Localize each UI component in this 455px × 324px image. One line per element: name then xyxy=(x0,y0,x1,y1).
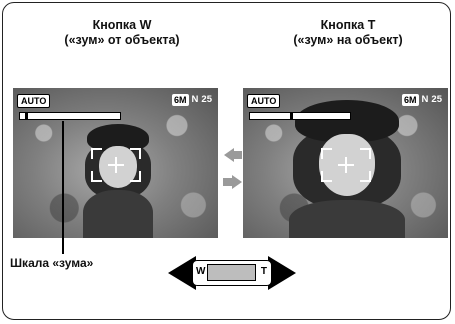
callout-line xyxy=(62,121,64,254)
hud-status: 6M N 25 xyxy=(172,94,212,106)
zoom-bar xyxy=(249,112,351,120)
rocker-right-triangle-icon xyxy=(268,256,296,290)
image-size-icon: 6M xyxy=(172,94,189,106)
t-button-caption: Кнопка T («зум» на объект) xyxy=(248,18,448,48)
w-caption-line2: («зум» от объекта) xyxy=(64,33,180,47)
focus-frame-icon xyxy=(91,148,141,182)
image-size-icon: 6M xyxy=(402,94,419,106)
auto-mode-icon: AUTO xyxy=(247,94,281,108)
rocker-w-label: W xyxy=(196,266,206,277)
quality-indicator: N xyxy=(191,94,199,105)
portrait-subject xyxy=(83,124,153,238)
shots-remaining: 25 xyxy=(201,94,212,105)
hud-status: 6M N 25 xyxy=(402,94,442,106)
arrow-right-tail xyxy=(223,178,232,186)
zoom-position-marker xyxy=(25,112,28,120)
w-button-caption: Кнопка W («зум» от объекта) xyxy=(22,18,222,48)
arrow-left-icon xyxy=(224,148,234,162)
t-caption-line2: («зум» на объект) xyxy=(293,33,403,47)
auto-mode-icon: AUTO xyxy=(17,94,51,108)
quality-indicator: N xyxy=(421,94,429,105)
t-caption-line1: Кнопка T xyxy=(320,18,376,32)
zoom-bar xyxy=(19,112,121,120)
arrow-right-icon xyxy=(232,175,242,189)
zoom-position-marker xyxy=(290,112,293,120)
portrait-subject xyxy=(289,100,405,238)
rocker-left-triangle-icon xyxy=(168,256,196,290)
zoom-scale-label: Шкала «зума» xyxy=(10,256,94,270)
lcd-screen-wide: AUTO 6M N 25 xyxy=(13,88,218,238)
arrow-left-tail xyxy=(233,151,242,159)
rocker-body: W T xyxy=(192,260,272,286)
focus-frame-icon xyxy=(321,148,371,182)
zoom-rocker-button: W T xyxy=(168,254,296,294)
w-caption-line1: Кнопка W xyxy=(92,18,152,32)
rocker-t-label: T xyxy=(260,266,267,277)
shots-remaining: 25 xyxy=(431,94,442,105)
rocker-center xyxy=(207,264,256,281)
lcd-screen-tele: AUTO 6M N 25 xyxy=(243,88,448,238)
